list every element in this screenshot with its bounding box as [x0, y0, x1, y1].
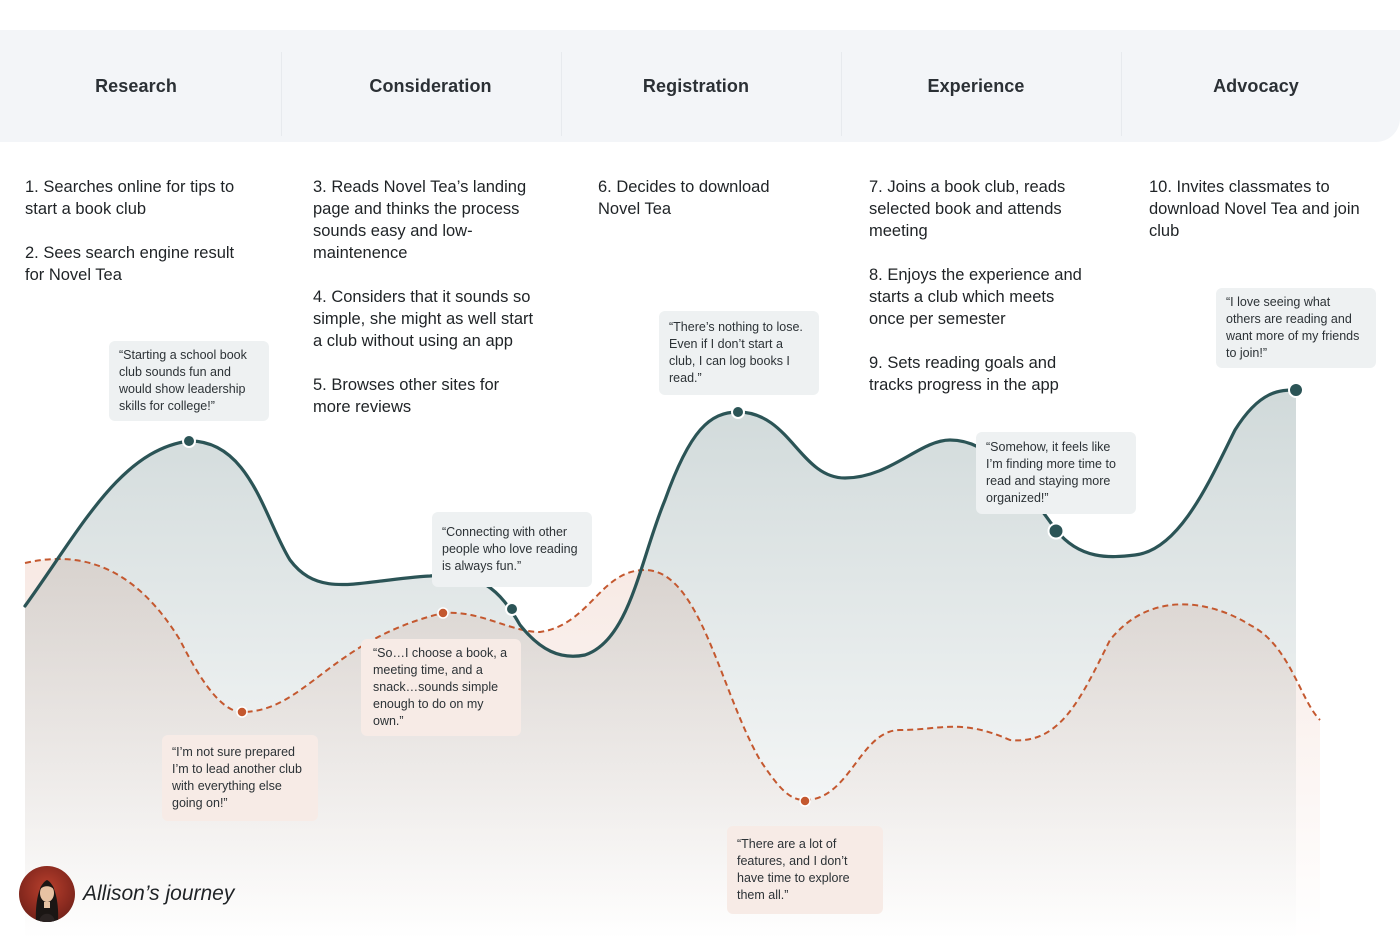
quote-positive: “I love seeing what others are reading a… [1216, 288, 1376, 368]
persona: Allison’s journey [19, 866, 234, 922]
step-text: 3. Reads Novel Tea’s landing page and th… [313, 178, 527, 262]
positive-point [1288, 382, 1304, 398]
step-text: 4. Considers that it sounds so simple, s… [313, 288, 534, 350]
stage-advocacy: Advocacy [1213, 75, 1299, 96]
step-text: 7. Joins a book club, reads selected boo… [869, 178, 1066, 240]
stage-divider [841, 52, 842, 136]
stage-header-band [0, 30, 1400, 142]
quote-negative: “I’m not sure prepared I’m to lead anoth… [162, 735, 318, 821]
stage-divider [281, 52, 282, 136]
avatar [19, 866, 75, 922]
negative-point [799, 795, 811, 807]
step-text: 2. Sees search engine result for Novel T… [25, 244, 235, 284]
quote-positive: “Starting a school book club sounds fun … [109, 341, 269, 421]
negative-point [236, 706, 248, 718]
steps-consideration: 3. Reads Novel Tea’s landing page and th… [313, 176, 538, 440]
steps-experience: 7. Joins a book club, reads selected boo… [869, 176, 1094, 418]
steps-advocacy: 10. Invites classmates to download Novel… [1149, 176, 1364, 264]
positive-area [25, 390, 1296, 941]
step-text: 8. Enjoys the experience and starts a cl… [869, 266, 1082, 328]
steps-registration: 6. Decides to download Novel Tea [598, 176, 808, 242]
step-text: 6. Decides to download Novel Tea [598, 178, 770, 218]
quote-negative: “So…I choose a book, a meeting time, and… [361, 639, 521, 736]
stage-divider [561, 52, 562, 136]
stage-divider [1121, 52, 1122, 136]
step-text: 1. Searches online for tips to start a b… [25, 178, 235, 218]
negative-point [437, 607, 449, 619]
step-text: 10. Invites classmates to download Novel… [1149, 178, 1360, 240]
quote-positive: “Somehow, it feels like I’m finding more… [976, 432, 1136, 514]
stage-registration: Registration [642, 75, 750, 96]
positive-point [1047, 522, 1065, 540]
stage-research: Research [95, 75, 177, 96]
positive-point [731, 405, 745, 419]
persona-name: Allison’s journey [83, 882, 235, 905]
avatar-portrait-icon [35, 880, 59, 922]
stage-experience: Experience [927, 75, 1025, 96]
positive-line [23, 388, 1298, 658]
quote-positive: “There’s nothing to lose. Even if I don’… [659, 311, 819, 395]
step-text: 9. Sets reading goals and tracks progres… [869, 354, 1059, 394]
positive-point [505, 602, 519, 616]
quote-positive: “Connecting with other people who love r… [432, 512, 592, 587]
stage-consideration: Consideration [369, 75, 492, 96]
steps-research: 1. Searches online for tips to start a b… [25, 176, 245, 308]
positive-point [182, 434, 196, 448]
step-text: 5. Browses other sites for more reviews [313, 376, 500, 416]
quote-negative: “There are a lot of features, and I don’… [727, 826, 883, 914]
